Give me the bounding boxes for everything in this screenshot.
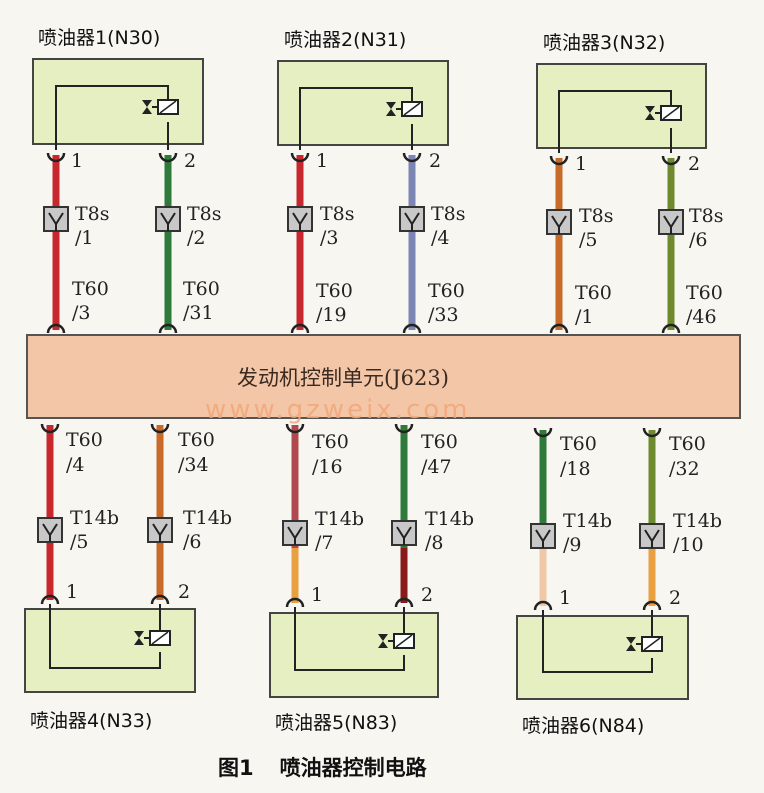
solenoid-valve-icon [386, 101, 423, 117]
connector-pin: /7 [315, 532, 334, 554]
connector-label: T8s [187, 203, 222, 225]
pin-label: 1 [316, 150, 329, 172]
plug-connector-icon [43, 206, 69, 232]
connector-label: T8s [689, 205, 724, 227]
connector-label: T60 [312, 431, 349, 453]
connector-label: T60 [428, 280, 465, 302]
connector-label: T14b [563, 510, 613, 532]
connector-pin: /19 [316, 304, 347, 326]
plug-connector-icon [391, 520, 417, 546]
pin-label: 1 [71, 150, 84, 172]
injector-4-title: 喷油器4(N33) [30, 710, 153, 732]
connector-pin: /46 [686, 306, 717, 328]
injector-3-title: 喷油器3(N32) [543, 32, 666, 54]
plug-connector-icon [546, 209, 572, 235]
connector-label: T60 [66, 429, 103, 451]
plug-connector-icon [37, 517, 63, 543]
solenoid-valve-icon [378, 633, 415, 649]
injector-5-box [269, 607, 439, 698]
pin-label: 1 [575, 153, 588, 175]
connector-pin: /4 [66, 454, 85, 476]
connector-pin: /5 [70, 531, 89, 553]
connector-pin: /8 [425, 532, 444, 554]
connector-pin: /32 [669, 458, 700, 480]
connector-label: T8s [431, 203, 466, 225]
pin-arcs [40, 152, 681, 611]
connector-pin: /2 [187, 227, 206, 249]
connector-label: T8s [320, 203, 355, 225]
solenoid-valve-icon [142, 99, 179, 115]
solenoid-valve-icon [626, 636, 663, 652]
connector-label: T60 [183, 278, 220, 300]
connector-label: T8s [75, 203, 110, 225]
watermark: www.gzweix.com [205, 395, 471, 425]
plug-connector-icon [147, 517, 173, 543]
plug-connector-icon [530, 523, 556, 549]
pin-label: 2 [184, 150, 197, 172]
pin-label: 2 [421, 584, 434, 606]
pin-label: 1 [559, 587, 572, 609]
connector-pin: /33 [428, 304, 459, 326]
connector-pin: /6 [183, 531, 202, 553]
connector-pin: /3 [72, 302, 91, 324]
connector-label: T60 [72, 278, 109, 300]
connector-label: T60 [575, 282, 612, 304]
injector-2-title: 喷油器2(N31) [284, 29, 407, 51]
solenoid-valve-icon [134, 630, 171, 646]
connector-label: T60 [560, 433, 597, 455]
injector-6-title: 喷油器6(N84) [522, 715, 645, 737]
connector-label: T60 [316, 280, 353, 302]
injector-5-title: 喷油器5(N83) [275, 712, 398, 734]
connector-label: T60 [178, 429, 215, 451]
figure-number: 图1 [218, 756, 254, 780]
figure-caption: 图1 喷油器控制电路 [218, 752, 427, 782]
injector-3-box [536, 63, 707, 153]
plug-connector-icon [639, 523, 665, 549]
connector-label: T14b [70, 507, 120, 529]
pin-label: 2 [178, 581, 191, 603]
connector-pin: /5 [579, 229, 598, 251]
solenoid-valve-icon [645, 105, 682, 121]
connector-pin: /18 [560, 458, 591, 480]
pin-label: 2 [429, 150, 442, 172]
plug-connector-icon [282, 520, 308, 546]
connector-label: T8s [579, 205, 614, 227]
connector-label: T60 [686, 282, 723, 304]
injector-1-title: 喷油器1(N30) [38, 27, 161, 49]
connector-pin: /47 [421, 456, 452, 478]
connector-pin: /31 [183, 302, 214, 324]
injector-2-box [277, 60, 449, 150]
connector-label: T14b [315, 508, 365, 530]
connector-label: T14b [673, 510, 723, 532]
connector-label: T60 [421, 431, 458, 453]
plug-connector-icon [658, 209, 684, 235]
connector-pin: /9 [563, 534, 582, 556]
plug-connector-icon [399, 206, 425, 232]
connector-pin: /1 [575, 306, 594, 328]
pin-label: 2 [669, 587, 682, 609]
plug-connector-icon [287, 206, 313, 232]
injector-1-box [32, 58, 204, 150]
injector-4-box [24, 604, 196, 693]
ecu-block [26, 334, 741, 419]
connector-pin: /34 [178, 454, 209, 476]
injector-6-box [516, 610, 689, 700]
pin-label: 2 [688, 153, 701, 175]
connector-pin: /4 [431, 227, 450, 249]
connector-label: T60 [669, 433, 706, 455]
connector-pin: /1 [75, 227, 94, 249]
pin-label: 1 [66, 581, 79, 603]
connector-pin: /16 [312, 456, 343, 478]
connector-pin: /3 [320, 227, 339, 249]
ecu-label: 发动机控制单元(J623) [237, 366, 449, 390]
connector-label: T14b [183, 507, 233, 529]
connector-label: T14b [425, 508, 475, 530]
figure-title: 喷油器控制电路 [279, 756, 427, 780]
pin-label: 1 [311, 584, 324, 606]
plug-icons [37, 206, 684, 549]
connector-pin: /6 [689, 229, 708, 251]
plug-connector-icon [155, 206, 181, 232]
connector-pin: /10 [673, 534, 704, 556]
